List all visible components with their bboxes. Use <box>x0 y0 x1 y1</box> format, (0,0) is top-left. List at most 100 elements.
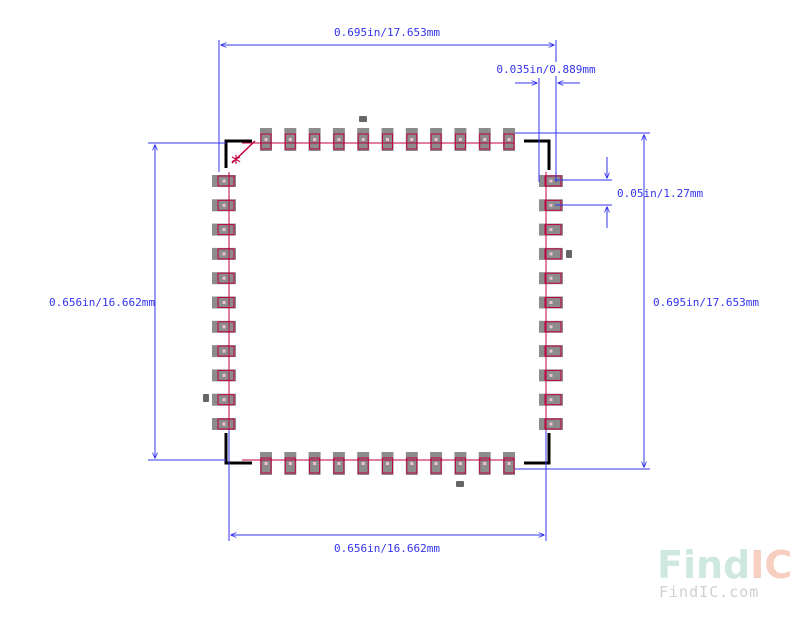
right-pad-outline <box>544 272 562 284</box>
left-pad-center <box>222 203 226 207</box>
left-pad-center <box>222 422 226 426</box>
right-pad-outline <box>544 345 562 357</box>
left-pad-column <box>212 175 236 430</box>
pin1-marker: * <box>231 151 241 175</box>
findic-logo: FindIC FindIC.com <box>657 543 792 601</box>
top-pad-outline <box>260 133 272 150</box>
left-pad-outline <box>217 199 235 211</box>
left-pad-center <box>222 276 226 280</box>
bottom-pad-outline <box>382 457 393 474</box>
left-pad-center <box>222 373 226 377</box>
bottom-pad-outline <box>479 457 491 474</box>
left-pad-outline <box>217 345 235 357</box>
right-pad-column <box>539 175 563 430</box>
right-height-label: 0.695in/17.653mm <box>653 296 759 309</box>
top-pad-outline <box>454 133 466 150</box>
left-pad-outline <box>217 272 235 284</box>
right-pad-outline <box>544 369 562 381</box>
logo-find-text: Find <box>657 543 750 587</box>
top-pad-outline <box>430 133 442 150</box>
right-pad-outline <box>544 321 562 333</box>
left-pad-center <box>222 252 226 256</box>
right-pad-center <box>549 325 553 329</box>
right-pad-center <box>549 252 553 256</box>
bottom-pad-outline <box>454 457 466 474</box>
right-pad-center <box>549 203 553 207</box>
bottom-pad-center <box>386 462 389 465</box>
bottom-pad-center <box>458 462 462 465</box>
right-pad-center <box>549 422 553 426</box>
top-pad-center <box>410 138 414 141</box>
bottom-pad-outline <box>284 457 296 474</box>
bottom-pad-outline <box>430 457 442 474</box>
left-pad-outline <box>217 248 235 260</box>
right-pad-center <box>549 349 553 353</box>
right-pad-outline <box>544 248 562 260</box>
right-pad-center <box>549 398 553 402</box>
bottom-pad-row <box>260 452 515 475</box>
left-pad-outline <box>217 175 235 187</box>
right-pad-center <box>549 179 553 183</box>
left-pad-outline <box>217 369 235 381</box>
left-pad-center <box>222 325 226 329</box>
bottom-pad-center <box>507 462 511 465</box>
top-pad-center <box>313 138 317 141</box>
right-pad-outline <box>544 224 562 236</box>
right-pad-center <box>549 301 553 304</box>
pitch-label: 0.05in/1.27mm <box>617 187 703 200</box>
bottom-pad-center <box>288 462 292 465</box>
left-pad-outline <box>217 321 235 333</box>
left-pad-outline <box>217 297 235 308</box>
top-pad-outline <box>406 133 418 150</box>
top-pad-center <box>264 138 268 141</box>
top-pad-center <box>337 138 341 141</box>
bottom-pad-center <box>264 462 268 465</box>
left-pad-center <box>222 228 226 232</box>
right-pad-center <box>549 228 553 232</box>
reference-marks <box>203 116 572 487</box>
package-outline <box>224 139 551 465</box>
svg-text:FindIC: FindIC <box>657 543 792 587</box>
pad-width-label: 0.035in/0.889mm <box>496 63 596 76</box>
right-pad-outline <box>544 394 562 406</box>
top-pad-center <box>386 138 389 141</box>
left-pad-center <box>222 179 226 183</box>
top-pad-center <box>361 138 365 141</box>
left-pad-outline <box>217 394 235 406</box>
left-height-label: 0.656in/16.662mm <box>49 296 155 309</box>
top-pad-center <box>434 138 438 141</box>
top-pad-outline <box>479 133 491 150</box>
top-pad-outline <box>333 133 345 150</box>
left-pad-center <box>222 398 226 402</box>
bottom-pad-center <box>483 462 487 465</box>
top-pad-outline <box>382 133 393 150</box>
top-pad-outline <box>503 133 515 150</box>
top-width-label: 0.695in/17.653mm <box>334 26 440 39</box>
bottom-pad-center <box>337 462 341 465</box>
left-pad-center <box>222 349 226 353</box>
dimension-lines <box>148 40 650 541</box>
bottom-pad-center <box>410 462 414 465</box>
bottom-pad-center <box>313 462 317 465</box>
dimension-labels: 0.695in/17.653mm 0.035in/0.889mm 0.05in/… <box>49 24 759 555</box>
top-pad-row <box>260 128 515 151</box>
right-pad-center <box>549 276 553 280</box>
bottom-pad-outline <box>503 457 515 474</box>
logo-ic-text: IC <box>750 543 792 587</box>
logo-site-text: FindIC.com <box>659 583 759 601</box>
bottom-pad-outline <box>357 457 369 474</box>
top-pad-center <box>507 138 511 141</box>
pin1-marker-line <box>231 140 256 164</box>
left-pad-outline <box>217 224 235 236</box>
bottom-pad-outline <box>309 457 321 474</box>
left-pad-outline <box>217 418 235 430</box>
bottom-pad-center <box>361 462 365 465</box>
top-pad-center <box>288 138 292 141</box>
bottom-pad-outline <box>406 457 418 474</box>
top-pad-outline <box>284 133 296 150</box>
right-pad-outline <box>544 175 562 187</box>
top-pad-outline <box>309 133 321 150</box>
right-pad-outline <box>544 418 562 430</box>
top-pad-center <box>458 138 462 141</box>
